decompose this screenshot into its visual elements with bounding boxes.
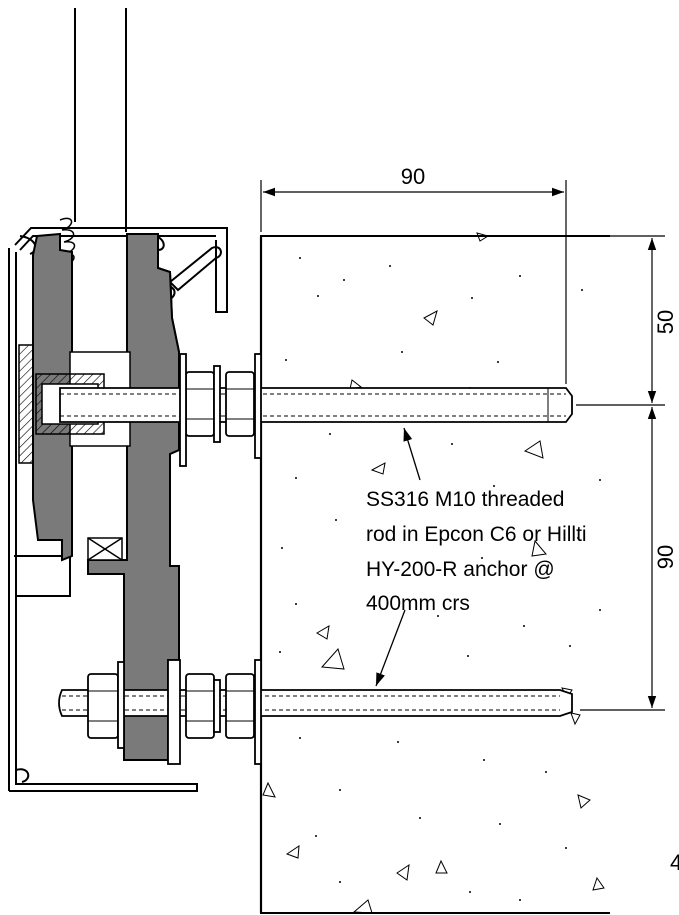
dim-lower-height: 90 [653,545,678,569]
lower-threaded-rod [58,689,573,717]
dim-top-width: 90 [401,164,425,189]
annotation-leaders [375,427,421,687]
dimension-right [576,235,665,711]
upper-nuts [179,353,262,467]
setting-block [87,537,123,561]
upper-threaded-rod [59,387,573,423]
edge-mark: 4 [670,850,679,875]
concrete-slab [259,235,610,914]
annotation-line-1: SS316 M10 threaded [366,488,564,511]
concrete-specks [279,257,601,901]
dimension-top [260,180,567,384]
glass-panel [74,8,127,232]
annotation-line-3: HY-200-R anchor @ [366,558,555,581]
concrete-aggregate [262,232,605,914]
annotation-line-2: rod in Epcon C6 or Hillti [366,523,587,546]
lower-nuts [87,659,262,765]
annotation-line-4: 400mm crs [366,592,470,615]
dim-upper-height: 50 [653,310,678,334]
right-clamp-fill [87,233,180,761]
aluminium-channel [8,227,228,792]
